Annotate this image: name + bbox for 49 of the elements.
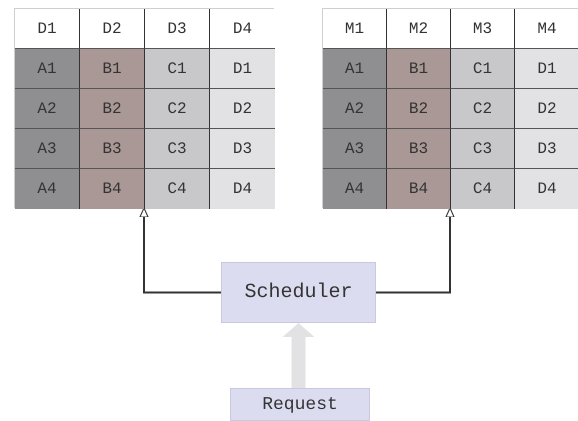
arrow [282,323,314,388]
header-cell: D3 [145,9,210,49]
process-box [221,262,376,323]
table-cell: D1 [210,49,275,89]
table-cell: C2 [451,89,515,129]
arrow [376,207,455,294]
table-cell: C4 [451,169,515,209]
table-cell: A1 [15,49,80,89]
table-cell: B1 [80,49,145,89]
table-cell: D4 [515,169,578,209]
header-cell: D1 [15,9,80,49]
table-cell: A1 [323,49,387,89]
table-cell: B2 [387,89,451,129]
table-grid [14,8,274,208]
table-cell: B4 [80,169,145,209]
header-cell: D2 [80,9,145,49]
table-cell: A3 [323,129,387,169]
table-cell: A2 [323,89,387,129]
table-cell: C4 [145,169,210,209]
table-cell: D3 [515,129,578,169]
table-cell: C1 [145,49,210,89]
table-cell: B3 [387,129,451,169]
header-cell: M3 [451,9,515,49]
header-cell: M2 [387,9,451,49]
table-cell: B2 [80,89,145,129]
table-cell: D1 [515,49,578,89]
table-cell: B3 [80,129,145,169]
table-cell: B1 [387,49,451,89]
table-cell: A3 [15,129,80,169]
box-label: Scheduler [244,281,353,304]
header-cell: D4 [210,9,275,49]
process-box [230,388,370,421]
table-cell: C2 [145,89,210,129]
table-cell: A2 [15,89,80,129]
table-cell: D2 [210,89,275,129]
table-cell: A4 [323,169,387,209]
table-cell: C3 [451,129,515,169]
box-label: Request [262,394,338,414]
table-grid [322,8,578,208]
arrow [139,207,221,294]
header-cell: M1 [323,9,387,49]
table-cell: B4 [387,169,451,209]
table-cell: C1 [451,49,515,89]
table-cell: A4 [15,169,80,209]
table-cell: D3 [210,129,275,169]
table-cell: D2 [515,89,578,129]
header-cell: M4 [515,9,578,49]
table-cell: C3 [145,129,210,169]
table-cell: D4 [210,169,275,209]
